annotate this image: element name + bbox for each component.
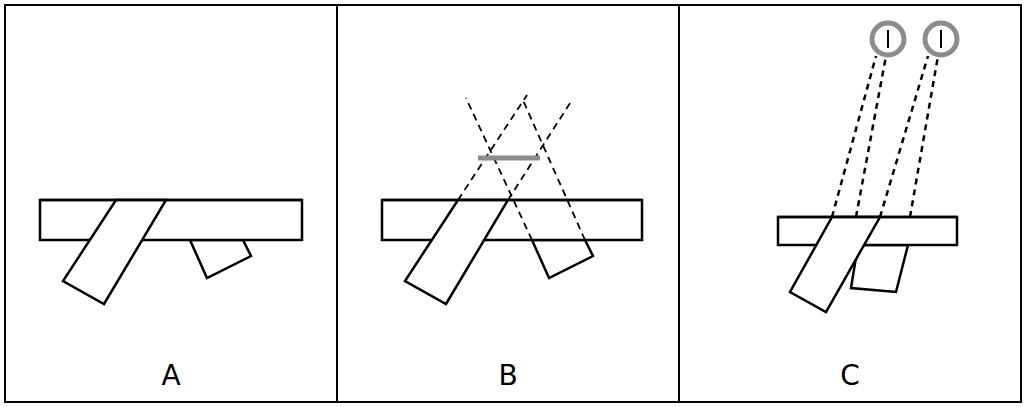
panel-frame: A	[4, 4, 338, 403]
sight-line	[856, 56, 886, 217]
eye-circle	[872, 23, 904, 55]
panel-letter: A	[6, 359, 336, 392]
horizontal-bar	[382, 200, 642, 240]
sight-line	[832, 56, 876, 217]
extension-line	[522, 98, 585, 240]
extension-line	[508, 100, 572, 200]
bar-edge	[40, 199, 302, 202]
bar-edge	[382, 199, 642, 202]
horizontal-bar	[40, 200, 302, 240]
sight-line	[880, 56, 928, 217]
panel-letter: C	[680, 359, 1020, 392]
panel-frame: C	[678, 4, 1022, 403]
tilted-block	[405, 200, 508, 304]
pupil-line	[940, 30, 942, 48]
extension-line	[466, 98, 532, 240]
pupil-line	[887, 30, 889, 48]
convergence-bar	[478, 156, 540, 161]
panel-letter: B	[338, 359, 678, 392]
tilted-block	[63, 200, 166, 304]
eye-circle	[925, 23, 957, 55]
panel-frame: B	[336, 4, 680, 403]
bar-edge	[778, 216, 957, 219]
small-block	[532, 240, 593, 278]
sight-line	[910, 56, 938, 217]
extension-line	[458, 95, 527, 200]
small-block	[190, 240, 251, 278]
tilted-block	[790, 217, 880, 312]
